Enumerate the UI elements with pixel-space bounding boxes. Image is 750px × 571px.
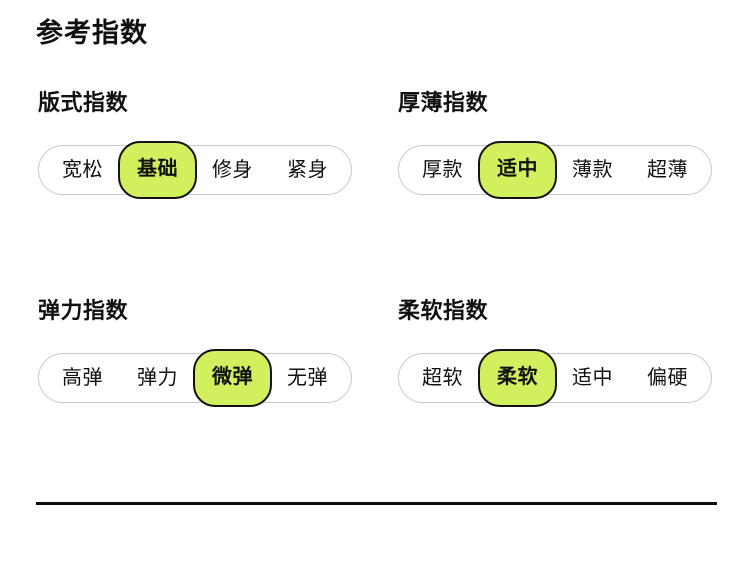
index-group-row: 版式指数 宽松 基础 修身 紧身 厚薄指数 厚款 适中 薄款 超薄 — [0, 90, 750, 298]
index-group-elasticity: 弹力指数 高弹 弹力 微弹 无弹 — [38, 298, 352, 407]
page-title: 参考指数 — [36, 18, 148, 48]
index-group-softness: 柔软指数 超软 柔软 适中 偏硬 — [398, 298, 712, 407]
segment-option-1-selected[interactable]: 柔软 — [478, 349, 557, 407]
segment-option-0[interactable]: 超软 — [422, 367, 463, 389]
section-divider — [36, 502, 717, 505]
segment-option-1-selected[interactable]: 适中 — [478, 141, 557, 199]
index-group-row: 弹力指数 高弹 弹力 微弹 无弹 柔软指数 超软 柔软 适中 偏硬 — [0, 298, 750, 506]
segmented-control-elasticity[interactable]: 高弹 弹力 微弹 无弹 — [38, 349, 352, 407]
index-group-fit: 版式指数 宽松 基础 修身 紧身 — [38, 90, 352, 199]
segmented-control-fit[interactable]: 宽松 基础 修身 紧身 — [38, 141, 352, 199]
group-title: 厚薄指数 — [398, 90, 489, 115]
segment-option-3[interactable]: 紧身 — [287, 159, 328, 181]
segment-option-3[interactable]: 无弹 — [287, 367, 328, 389]
group-title: 柔软指数 — [398, 298, 489, 323]
index-groups: 版式指数 宽松 基础 修身 紧身 厚薄指数 厚款 适中 薄款 超薄 — [0, 90, 750, 506]
segment-option-0[interactable]: 宽松 — [62, 159, 103, 181]
segment-option-0[interactable]: 厚款 — [422, 159, 463, 181]
segment-option-3[interactable]: 偏硬 — [647, 367, 688, 389]
group-title: 弹力指数 — [38, 298, 129, 323]
segmented-control-thickness[interactable]: 厚款 适中 薄款 超薄 — [398, 141, 712, 199]
segment-option-2-selected[interactable]: 微弹 — [193, 349, 272, 407]
group-title: 版式指数 — [38, 90, 129, 115]
segment-option-1[interactable]: 弹力 — [137, 367, 178, 389]
segment-option-0[interactable]: 高弹 — [62, 367, 103, 389]
segment-option-2[interactable]: 适中 — [572, 367, 613, 389]
index-group-thickness: 厚薄指数 厚款 适中 薄款 超薄 — [398, 90, 712, 199]
segmented-control-softness[interactable]: 超软 柔软 适中 偏硬 — [398, 349, 712, 407]
segment-option-2[interactable]: 修身 — [212, 159, 253, 181]
segment-option-1-selected[interactable]: 基础 — [118, 141, 197, 199]
segment-option-3[interactable]: 超薄 — [647, 159, 688, 181]
segment-option-2[interactable]: 薄款 — [572, 159, 613, 181]
